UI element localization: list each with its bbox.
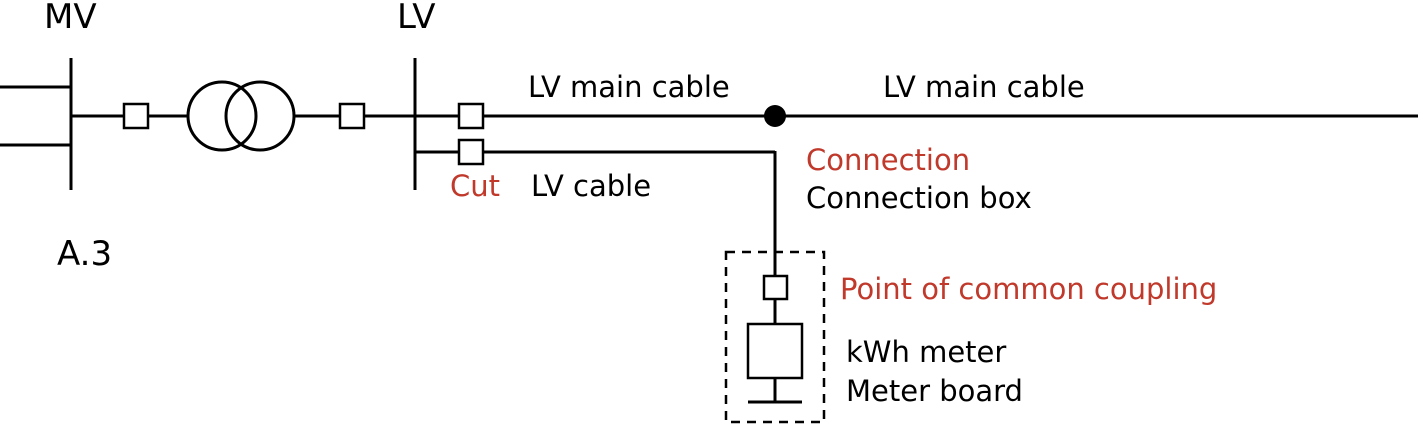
pcc-fuse xyxy=(762,274,789,301)
mv-switch xyxy=(122,102,150,130)
mv-label: MV xyxy=(44,0,97,37)
lv-main-cable-label-2: LV main cable xyxy=(883,70,1085,104)
cut-fuse xyxy=(457,138,485,166)
meter-board-label: Meter board xyxy=(846,374,1023,408)
connection-joint-dot xyxy=(764,105,786,127)
transformer-secondary-winding xyxy=(224,80,296,152)
connection-label: Connection xyxy=(806,143,970,177)
transformer-primary-winding xyxy=(186,80,258,152)
lv-cable-label: LV cable xyxy=(531,169,651,203)
meter-board-enclosure xyxy=(724,250,826,424)
lv-transformer-switch xyxy=(338,102,366,130)
connection-box-label: Connection box xyxy=(806,181,1032,215)
kwh-meter-label: kWh meter xyxy=(846,335,1006,369)
cut-label: Cut xyxy=(450,169,500,203)
lv-main-cable-fuse xyxy=(457,102,485,130)
lv-label: LV xyxy=(397,0,435,37)
lv-main-cable-label-1: LV main cable xyxy=(528,70,730,104)
kwh-meter-box xyxy=(746,322,804,380)
figure-id-label: A.3 xyxy=(57,234,112,274)
pcc-label: Point of common coupling xyxy=(840,272,1217,306)
